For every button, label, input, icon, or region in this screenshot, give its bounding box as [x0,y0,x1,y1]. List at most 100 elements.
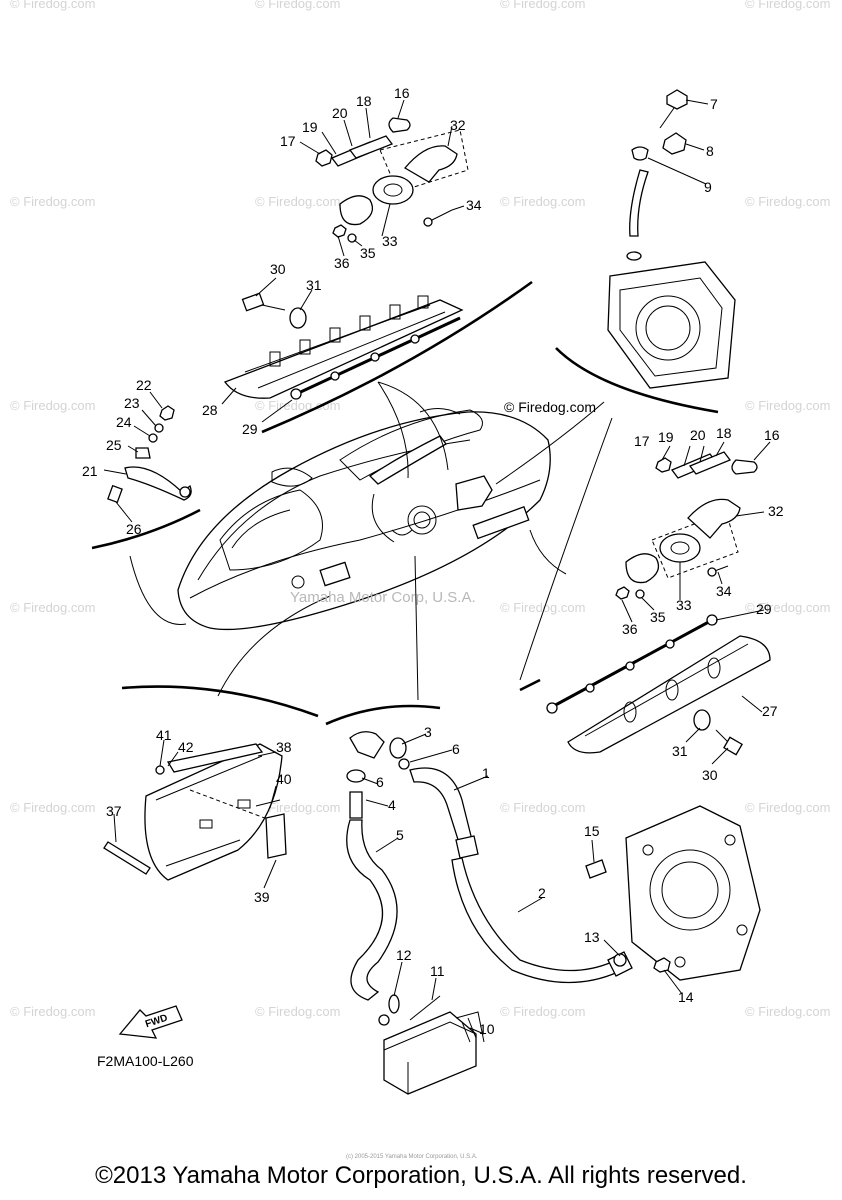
right-assembly [519,451,771,756]
copyright-footer: ©2013 Yamaha Motor Corporation, U.S.A. A… [95,1162,747,1189]
watermark: © Firedog.com [255,1004,340,1019]
hood [219,489,323,571]
watermark: © Firedog.com [745,0,830,11]
watermark: © Firedog.com [745,800,830,815]
watermark: © Firedog.com [500,194,585,209]
callout-label: 16 [764,427,780,443]
callout-label: 6 [376,774,384,790]
group-bracket [555,347,719,414]
leader-arrow [519,417,613,681]
callout-label: 26 [126,521,142,537]
spacer [135,447,151,459]
callout-label: 23 [124,395,140,411]
gasket [339,195,374,226]
inner-pump [455,475,493,511]
cover-panel-edges [155,755,263,867]
group-bracket [121,685,319,718]
washer [154,423,164,433]
middle-watermark: Yamaha Motor Corp, U.S.A. [290,589,476,606]
pump-cover-bore [649,849,731,931]
bolt-head [723,736,743,756]
resonator-box [383,1011,477,1095]
callout-label: 16 [394,85,410,101]
group-bracket [91,508,201,550]
callout-label: 17 [634,433,650,449]
collar [289,307,307,329]
clamp [388,994,400,1014]
inner-flange [407,505,437,535]
callout-label: 38 [276,739,292,755]
nut [655,457,672,473]
callout-label: 33 [676,597,692,613]
watermark: © Firedog.com [500,800,585,815]
watermark: © Firedog.com [255,398,340,413]
plate [348,135,394,159]
flange [372,175,414,205]
gasket [625,553,660,584]
callout-label: 28 [202,402,218,418]
callout-label: 19 [302,119,318,135]
callout-label: 20 [332,105,348,121]
callout-numbers: 1 2 3 4 5 6 6 7 8 9 10 11 12 13 14 15 16… [82,85,784,1037]
callout-label: 6 [452,741,460,757]
callout-label: 32 [768,503,784,519]
bracket [265,813,287,859]
callout-label: 11 [430,963,445,979]
clamp [585,859,607,879]
watermark: © Firedog.com [10,398,95,413]
callout-label: 14 [678,989,694,1005]
hose [346,819,398,1001]
bolt-head [241,292,265,312]
fwd-arrow-shape [118,1005,183,1039]
sponson-rail [567,635,771,754]
callout-label: 36 [622,621,638,637]
leader-arrow [129,555,187,625]
callout-label: 17 [280,133,296,149]
callout-label: 18 [716,425,732,441]
top-left-assembly [223,117,533,434]
watermark: © Firedog.com [500,0,585,11]
callout-label: 31 [306,277,322,293]
callout-label: 39 [254,889,270,905]
callout-label: 13 [584,929,600,945]
leader-arrow [414,555,419,701]
diagram-code: F2MA100-L260 [97,1053,194,1069]
rail-ribs [269,295,429,367]
screw-head [423,217,433,227]
collar [693,709,711,731]
callout-label: 41 [156,727,172,743]
callout-label: 42 [178,739,194,755]
grab-handle [419,408,461,415]
flange [659,533,701,563]
watermark: © Firedog.com [255,194,340,209]
pump-cover-assembly [585,805,761,981]
bolt-shank [261,304,286,311]
callout-label: 37 [106,803,122,819]
plate [688,451,732,475]
box-edges [383,1021,477,1094]
callout-label: 34 [716,583,732,599]
callout-label: 27 [762,703,778,719]
watermark-grid: © Firedog.com © Firedog.com © Firedog.co… [10,0,830,1019]
callout-label: 3 [424,724,432,740]
nut [332,224,347,238]
hose [409,767,473,847]
watermark: © Firedog.com [745,194,830,209]
leader-arrow [377,381,449,471]
flange-hole [383,183,403,197]
nut [615,586,630,600]
tube-end [626,251,642,261]
side-vent [472,506,530,540]
hull-fitting [291,575,305,589]
tiny-copyright-note: (c) 2005-2015 Yamaha Motor Corporation, … [346,1154,478,1160]
callout-label: 34 [466,197,482,213]
callout-label: 35 [360,245,376,261]
nut [315,149,333,167]
callout-label: 2 [538,885,546,901]
callout-label: 32 [450,117,466,133]
group-bracket [325,704,441,726]
callout-label: 22 [136,377,152,393]
cover-panel [144,743,283,881]
clamp [398,758,410,770]
callout-label: 1 [482,765,490,781]
